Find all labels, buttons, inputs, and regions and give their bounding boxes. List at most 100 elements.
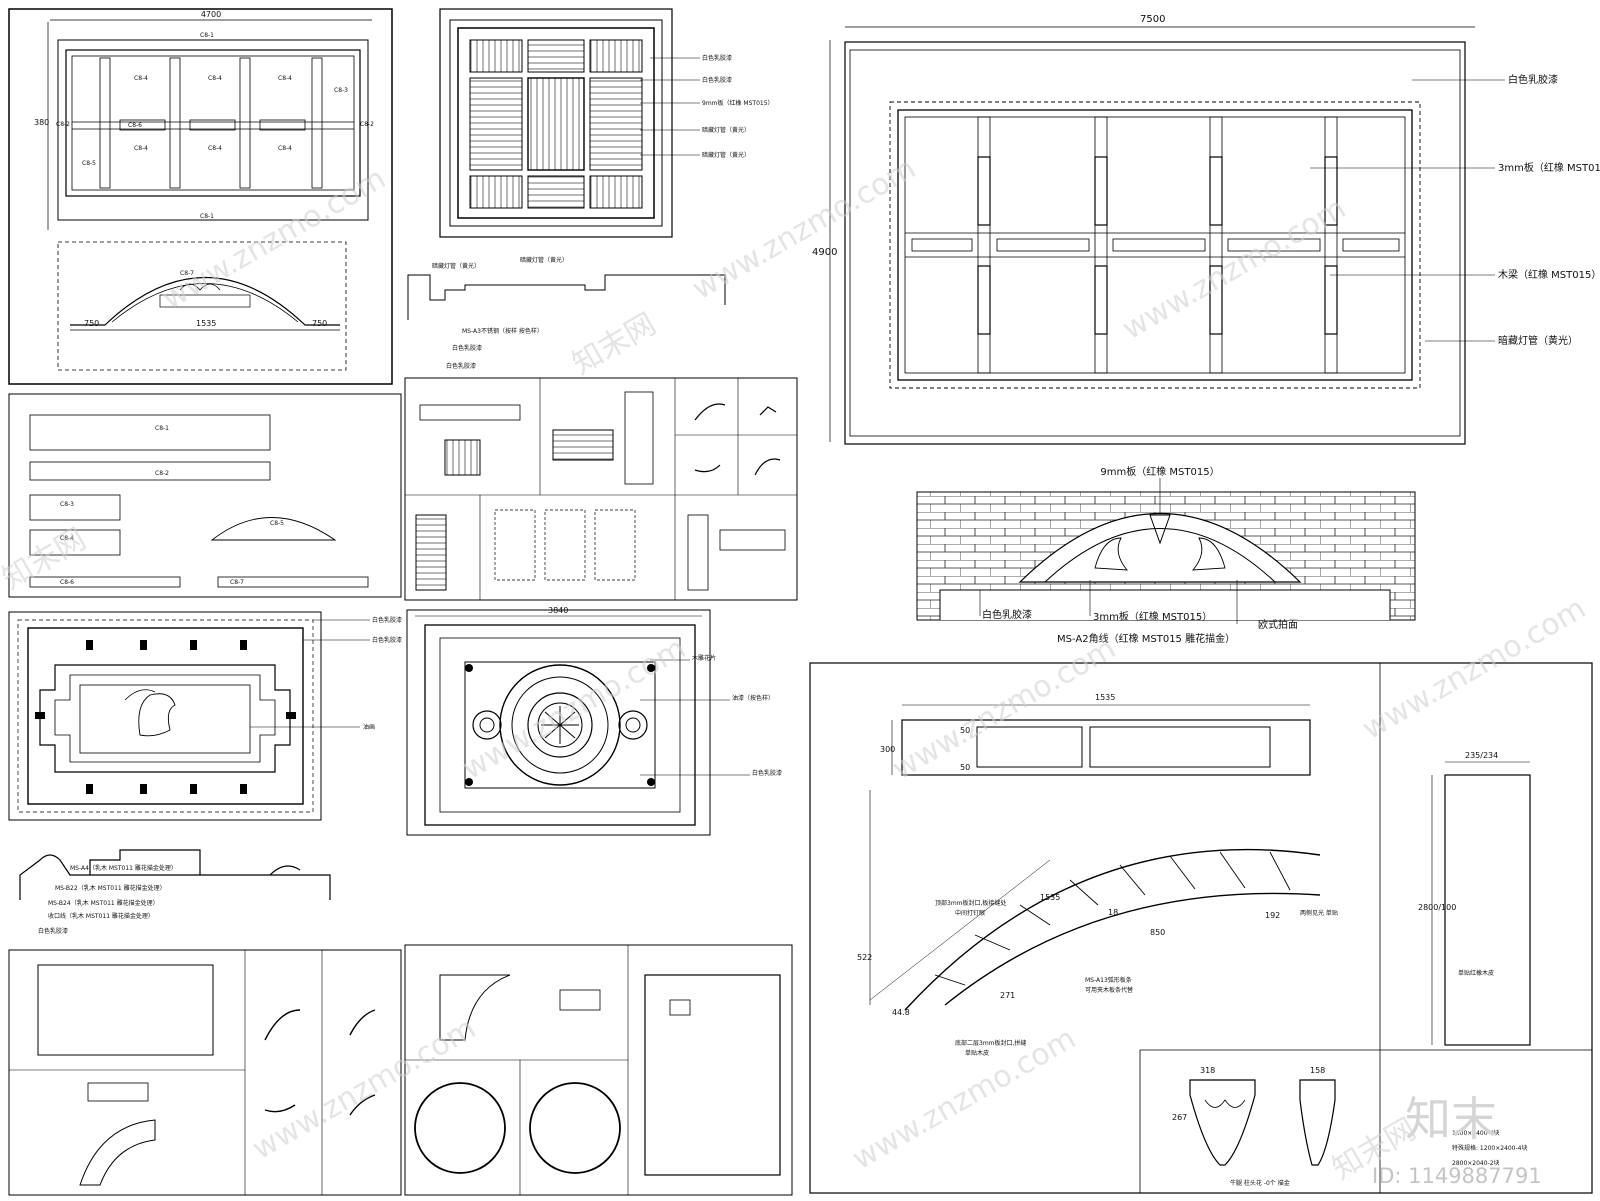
label-trim: 收口线（乳木 MST011 雕花描金处理） [48,912,154,920]
dim-corbel-w1: 318 [1200,1066,1215,1075]
note-arc-1: 顶部3mm板封口,板接缝处 [935,899,1006,907]
code-cs5-e: C8-5 [270,520,284,527]
panel-ceiling-plan-c: 7500 4900 白色乳胶漆 3mm板（红橡 MST015） 木梁（红橡 MS… [812,14,1600,445]
label-board-b: 9mm板（红橡 MST015） [702,99,774,107]
panel-coffer-b: 白色乳胶漆 白色乳胶漆 9mm板（红橡 MST015） 暗藏灯管（黄光） 暗藏灯… [407,8,774,370]
code-cs7: C8-7 [180,270,194,277]
panel-brick-arch: 9mm板（红橡 MST015） 白色乳胶漆 3mm板（红橡 MST015） 欧式… [916,465,1416,645]
dim-arc-3: 271 [1000,991,1015,1000]
dim-beam-h3: 50 [960,763,970,772]
panel-detail-sheet-f [404,377,798,601]
code-cs5: C8-5 [82,160,96,167]
code-cs2-e: C8-2 [155,470,169,477]
watermark-site-4: www.znzmo.com [457,631,692,787]
dim-veneer-w: 235/234 [1465,751,1498,760]
spec-1: 1200×2400-4块 [1452,1129,1500,1137]
spec-2: 特殊规格: 1200×2400-4块 [1452,1144,1527,1152]
label-white-latex-g: 白色乳胶漆 [372,616,402,624]
dim-top-right-height: 4900 [812,247,837,258]
label-board-3mm-d: 3mm板（红橡 MST015） [1093,610,1212,623]
dim-beam-width: 1535 [1095,693,1115,702]
code-cs1-e: C8-1 [155,425,169,432]
note-arc-7: 单贴木皮 [965,1049,989,1057]
watermark-site-3: www.znzmo.com [1117,191,1352,347]
label-led-b3: 暗藏灯管（黄光） [432,262,480,270]
code-cs4-e-2: C8-4 [60,535,74,542]
label-white-latex-b: 白色乳胶漆 [702,54,732,62]
dim-beam-h1: 300 [880,745,895,754]
watermark-cn-1: 知末网 [0,522,92,597]
label-white-latex-b4: 白色乳胶漆 [446,362,476,370]
dim-arc-2: 18 [1108,908,1118,917]
label-led-c: 暗藏灯管（黄光） [1498,334,1578,347]
label-white-latex-j: 白色乳胶漆 [38,927,68,935]
label-euro-arch: 欧式拍面 [1258,618,1298,631]
dim-veneer-h: 2800/100 [1418,903,1456,912]
code-cs4-d: C8-4 [134,145,148,152]
label-white-latex-g2: 白色乳胶漆 [372,636,402,644]
label-board-3mm-c: 3mm板（红橡 MST015） [1498,161,1600,174]
label-white-latex-b3: 白色乳胶漆 [452,344,482,352]
panel-painting-ceiling: 白色乳胶漆 白色乳胶漆 油画 [8,611,402,821]
label-carved-flower: 木雕花片 [692,654,716,662]
panel-detail-sheet-k [8,949,402,1196]
label-painting: 油画 [363,723,375,731]
spec-3: 2800×2040-2块 [1452,1159,1500,1167]
dim-top-left-width: 4700 [201,10,221,19]
dim-curve-r: 850 [1150,928,1165,937]
label-white-latex-c: 白色乳胶漆 [1508,73,1558,86]
note-arc-6: 底部二层3mm板封口,拼缝 [955,1039,1026,1047]
panel-ceiling-plan-a: 4700 380 C8-1 C8-1 C8-2 C8-2 C8-3 C8-4 C… [8,8,393,385]
dim-top-left-height: 380 [34,118,49,127]
code-cs4-f: C8-4 [278,145,292,152]
code-cs4-b: C8-4 [208,75,222,82]
panel-medallion-ceiling: 3840 木雕花片 油漆（按色样） 白色乳胶漆 [406,606,782,836]
watermark-site-2: www.znzmo.com [687,151,922,307]
note-arc-2: 中间打钉眼 [955,909,985,917]
dim-arc-4: 522 [857,953,872,962]
code-cs1: C8-1 [200,32,214,39]
panel-detail-sheet-l [404,944,793,1196]
label-led-b: 暗藏灯管（黄光） [702,126,750,134]
label-corbel: 牛腿 柱头花 -0个 描金 [1230,1179,1290,1187]
label-white-latex-d: 白色乳胶漆 [982,608,1032,621]
label-veneer: 单贴红橡木皮 [1458,969,1494,977]
dim-arc-1: 192 [1265,911,1280,920]
label-white-latex-b2: 白色乳胶漆 [702,76,732,84]
note-arc-4: 可用夹木板条代替 [1085,986,1133,994]
code-cs1-bottom: C8-1 [200,213,214,220]
label-ms-b24: MS-B24（乳木 MST011 雕花描金处理） [48,899,159,907]
dim-panel-mid-width: 3840 [548,606,568,615]
dim-arch-span: 1535 [196,319,216,328]
code-cs4-c: C8-4 [278,75,292,82]
dim-beam-h2: 50 [960,726,970,735]
label-ms-a4: MS-A4（乳木 MST011 雕花描金处理） [70,864,177,872]
watermark-site-1: www.znzmo.com [157,161,392,317]
code-cs4-a: C8-4 [134,75,148,82]
code-cs7-e: C8-7 [230,579,244,586]
code-cs2: C8-2 [56,121,70,128]
dim-curve-len: 1535 [1040,893,1060,902]
dim-corbel-w2: 158 [1310,1066,1325,1075]
label-paint-color: 油漆（按色样） [732,694,774,702]
label-ms-b22: MS-B22（乳木 MST011 雕花描金处理） [55,884,166,892]
label-corner-line: MS-A2角线（红橡 MST015 雕花描金） [1057,632,1235,645]
code-cs4-e: C8-4 [208,145,222,152]
note-arc-3: MS-A13弧形板条 [1085,976,1132,984]
watermark-brand: 知末 [1405,1092,1497,1146]
code-cs6: C8-6 [128,122,142,129]
dim-corbel-h: 267 [1172,1113,1187,1122]
watermark-site-7: www.znzmo.com [247,1011,482,1167]
panel-profile-section: MS-A4（乳木 MST011 雕花描金处理） MS-B22（乳木 MST011… [19,849,331,935]
watermark-site-5: www.znzmo.com [887,631,1122,787]
label-white-latex-h: 白色乳胶漆 [752,769,782,777]
dim-arch-right: 750 [312,319,327,328]
panel-detail-sheet-e: C8-1 C8-2 C8-3 C8-4 C8-6 C8-7 C8-5 [8,393,402,598]
watermark-layer: www.znzmo.com www.znzmo.com www.znzmo.co… [0,151,1592,1188]
dim-arc-5: 44.8 [892,1008,910,1017]
label-wood-beam-c: 木梁（红橡 MST015） [1498,268,1600,281]
watermark-cn-2: 知末网 [567,307,662,382]
code-cs6-e: C8-6 [60,579,74,586]
code-cs3-e: C8-3 [60,501,74,508]
